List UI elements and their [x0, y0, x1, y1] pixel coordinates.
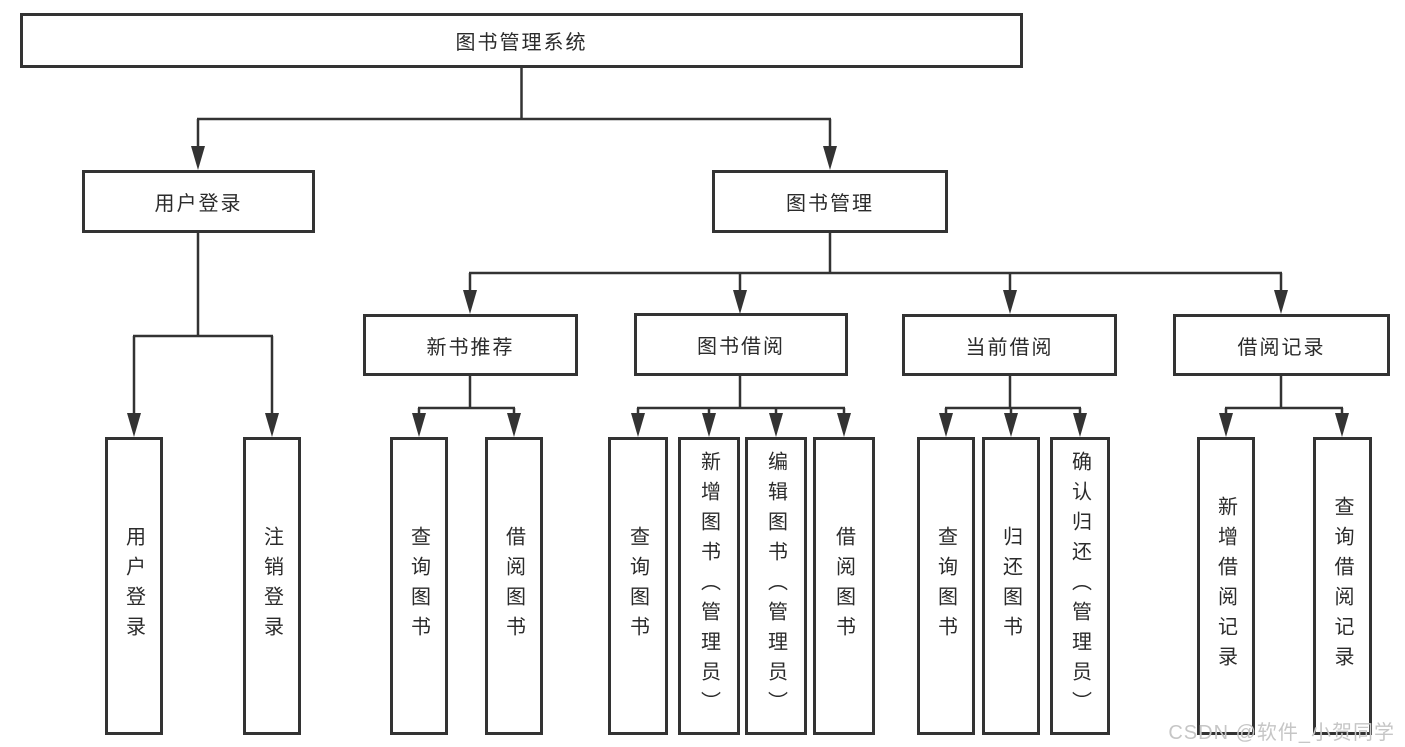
leaf-bb-edit-book-admin: 编辑图书（管理员） [745, 437, 807, 735]
arrow-down-icon [702, 413, 716, 437]
node-new-book-recommend-label: 新书推荐 [426, 336, 515, 359]
leaf-nbr-query-book: 查询图书 [390, 437, 448, 735]
leaf-user-login: 用户登录 [105, 437, 163, 735]
leaf-nbr-borrow-book-label: 借阅图书 [502, 526, 525, 646]
leaf-cb-confirm-return-admin: 确认归还（管理员） [1050, 437, 1110, 735]
arrow-down-icon [837, 413, 851, 437]
arrow-down-icon [412, 413, 426, 437]
node-current-borrow-label: 当前借阅 [965, 336, 1054, 359]
arrow-down-icon [631, 413, 645, 437]
arrow-down-icon [463, 290, 477, 314]
leaf-bb-add-book-admin-label: 新增图书（管理员） [697, 451, 720, 721]
node-new-book-recommend: 新书推荐 [363, 314, 578, 376]
arrow-down-icon [1219, 413, 1233, 437]
leaf-bb-edit-book-admin-label: 编辑图书（管理员） [764, 451, 787, 721]
csdn-watermark: CSDN @软件_小贺同学 [1168, 722, 1395, 744]
arrow-down-icon [823, 146, 837, 170]
leaf-logout: 注销登录 [243, 437, 301, 735]
leaf-br-add-record: 新增借阅记录 [1197, 437, 1255, 735]
node-book-management: 图书管理 [712, 170, 948, 233]
node-user-login-label: 用户登录 [154, 193, 243, 215]
leaf-br-query-record: 查询借阅记录 [1313, 437, 1372, 735]
node-root: 图书管理系统 [20, 13, 1023, 68]
leaf-cb-query-book-label: 查询图书 [934, 526, 957, 646]
leaf-bb-add-book-admin: 新增图书（管理员） [678, 437, 740, 735]
arrow-down-icon [265, 413, 279, 437]
leaf-bb-query-book: 查询图书 [608, 437, 668, 735]
arrow-down-icon [1003, 290, 1017, 314]
arrow-down-icon [769, 413, 783, 437]
node-book-management-label: 图书管理 [786, 193, 874, 215]
leaf-cb-query-book: 查询图书 [917, 437, 975, 735]
arrow-down-icon [507, 413, 521, 437]
leaf-br-add-record-label: 新增借阅记录 [1214, 496, 1237, 676]
leaf-user-login-label: 用户登录 [122, 526, 145, 646]
node-root-label: 图书管理系统 [455, 32, 588, 54]
node-current-borrow: 当前借阅 [902, 314, 1117, 376]
node-user-login: 用户登录 [82, 170, 315, 233]
node-book-borrow: 图书借阅 [634, 313, 848, 376]
leaf-cb-return-book-label: 归还图书 [999, 526, 1022, 646]
leaf-nbr-query-book-label: 查询图书 [407, 526, 430, 646]
leaf-bb-borrow-book-label: 借阅图书 [832, 526, 855, 646]
arrow-down-icon [1274, 290, 1288, 314]
arrow-down-icon [733, 290, 747, 314]
arrow-down-icon [1335, 413, 1349, 437]
leaf-bb-borrow-book: 借阅图书 [813, 437, 875, 735]
arrow-down-icon [1073, 413, 1087, 437]
arrow-down-icon [191, 146, 205, 170]
node-borrow-record-label: 借阅记录 [1237, 336, 1326, 359]
leaf-logout-label: 注销登录 [260, 526, 283, 646]
leaf-br-query-record-label: 查询借阅记录 [1331, 496, 1353, 676]
leaf-cb-confirm-return-admin-label: 确认归还（管理员） [1068, 451, 1091, 721]
node-borrow-record: 借阅记录 [1173, 314, 1390, 376]
leaf-nbr-borrow-book: 借阅图书 [485, 437, 543, 735]
arrow-down-icon [127, 413, 141, 437]
arrow-down-icon [939, 413, 953, 437]
node-book-borrow-label: 图书借阅 [697, 336, 785, 358]
leaf-bb-query-book-label: 查询图书 [626, 526, 649, 646]
leaf-cb-return-book: 归还图书 [982, 437, 1040, 735]
arrow-down-icon [1004, 413, 1018, 437]
